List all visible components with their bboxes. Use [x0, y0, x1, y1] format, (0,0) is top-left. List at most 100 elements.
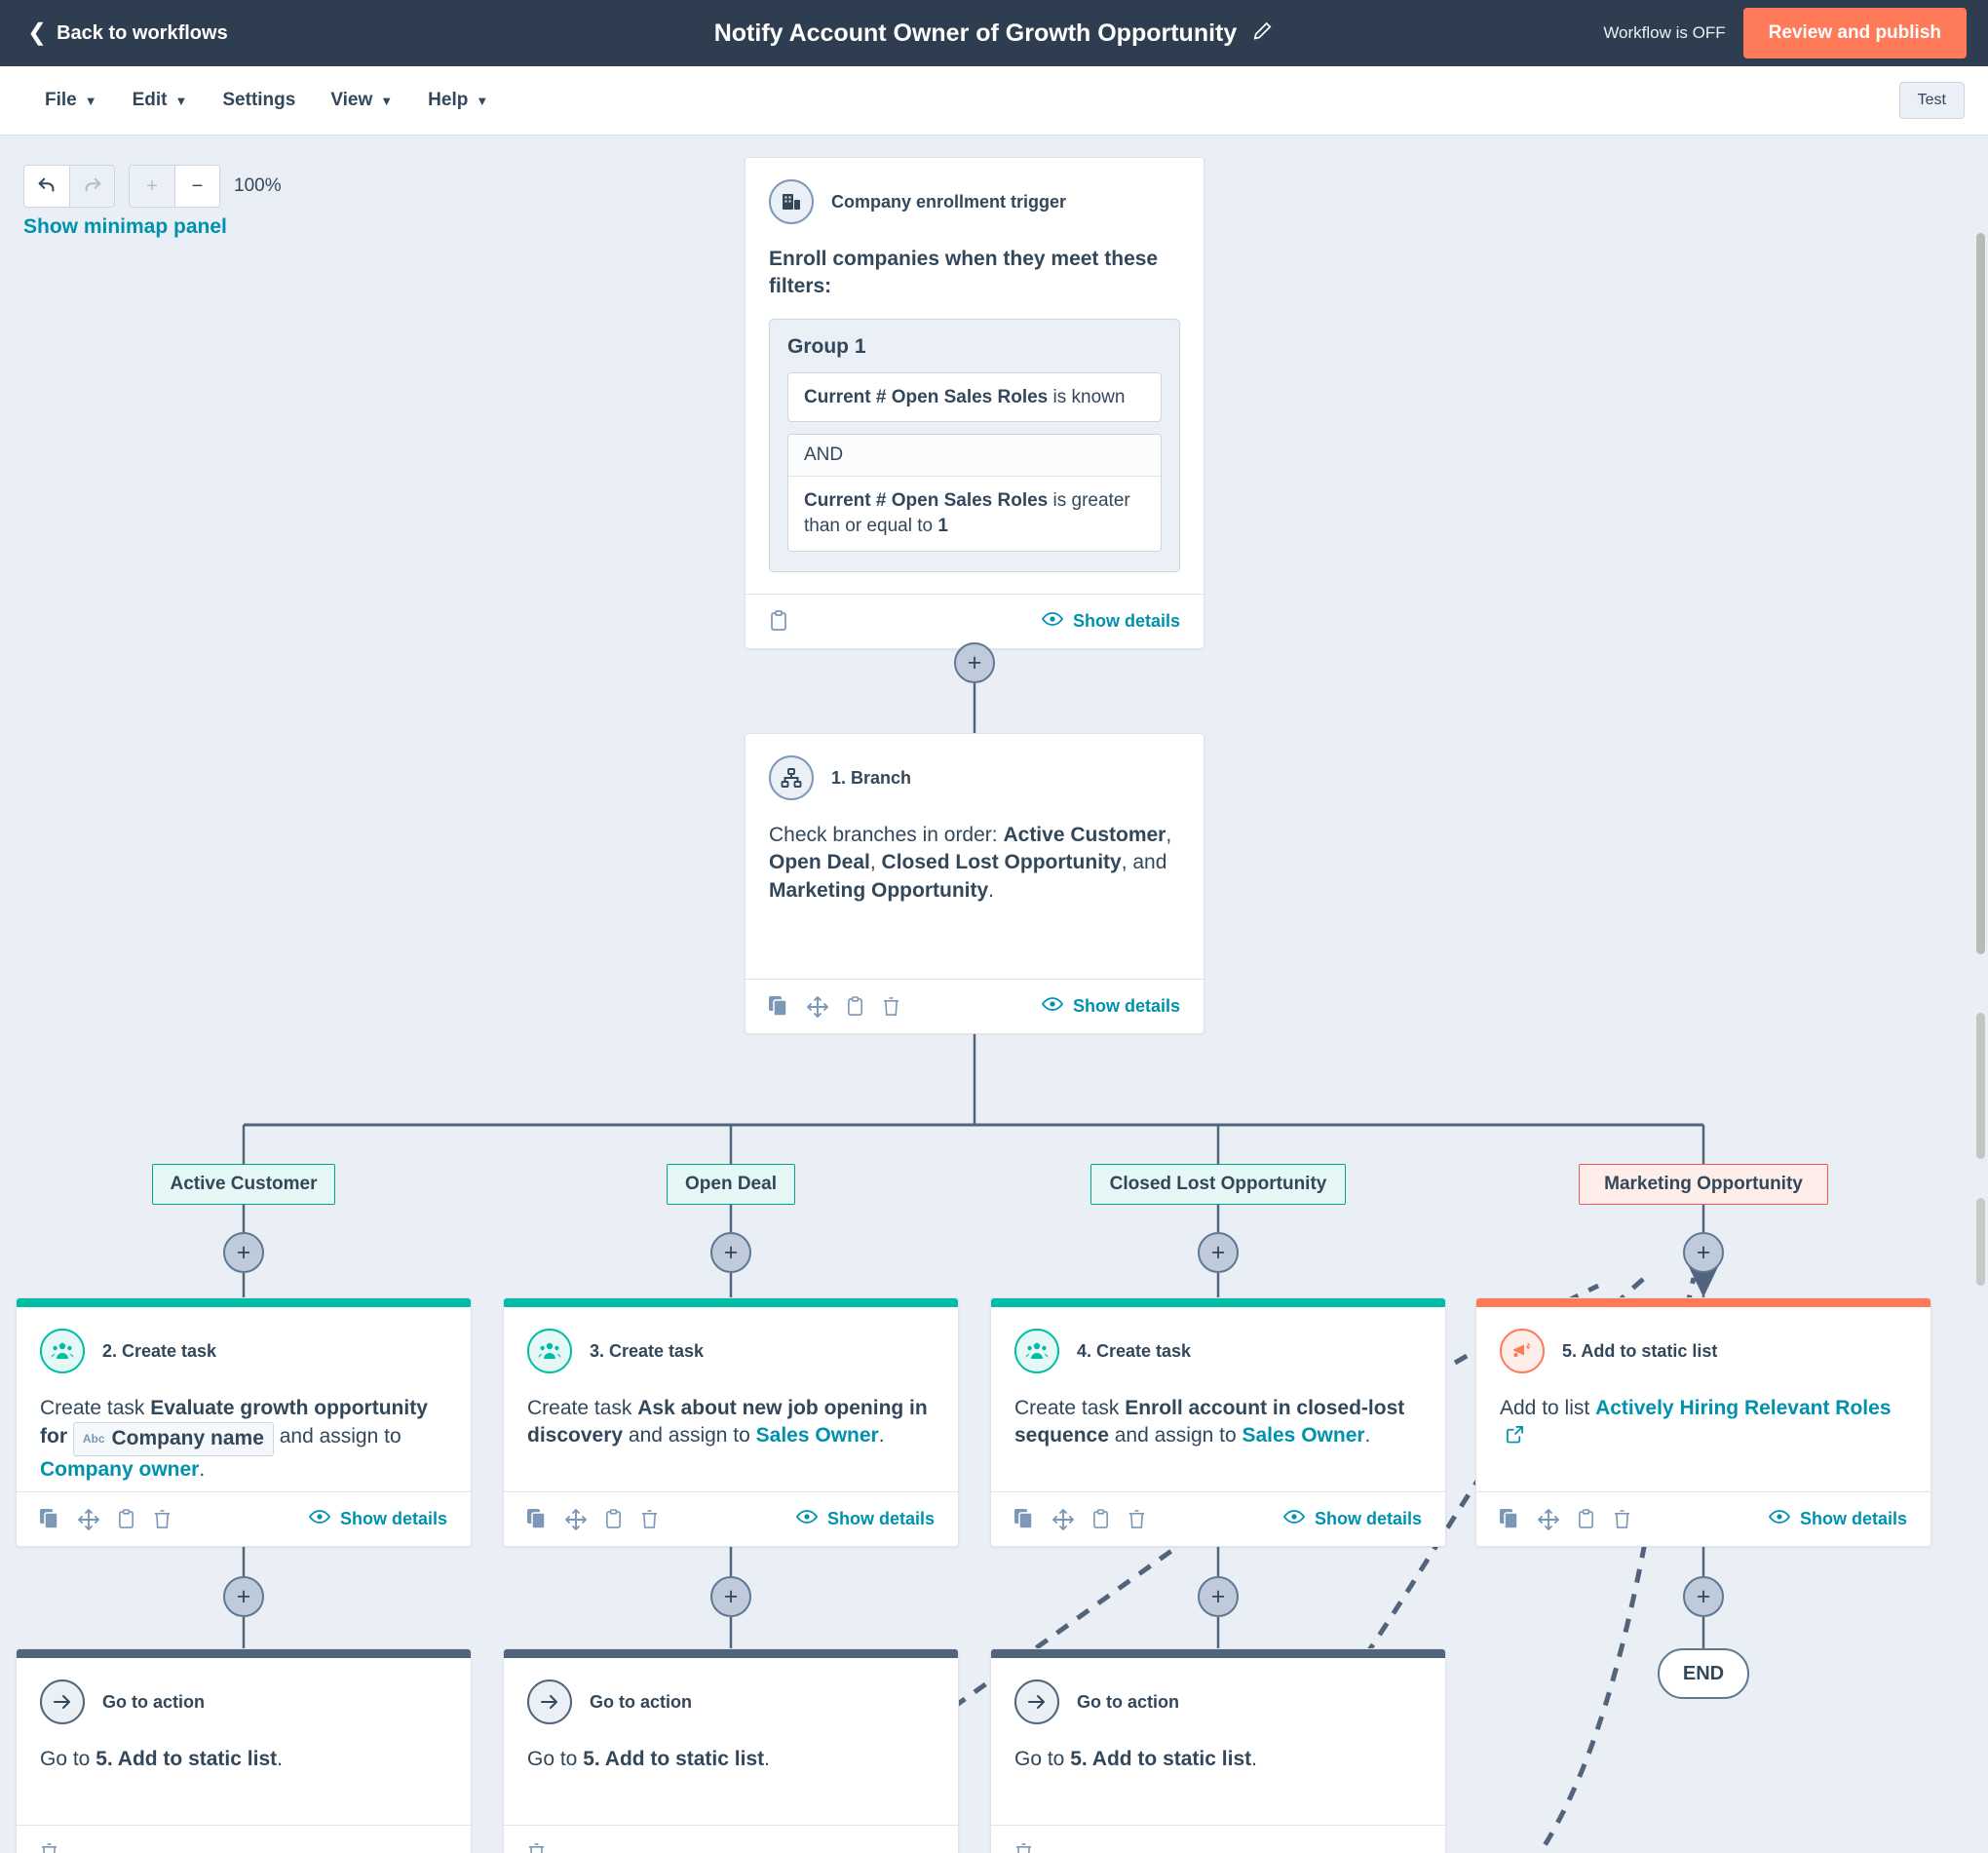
menu-view[interactable]: View ▼: [330, 90, 393, 111]
test-button[interactable]: Test: [1899, 82, 1965, 119]
action-show-details-button[interactable]: Show details: [796, 1509, 935, 1529]
zoom-in-button[interactable]: +: [130, 166, 174, 207]
trash-icon[interactable]: [40, 1842, 58, 1853]
card-accent-bar: [17, 1649, 471, 1658]
filter-condition-1[interactable]: Current # Open Sales Roles is known: [787, 372, 1162, 423]
review-and-publish-button[interactable]: Review and publish: [1743, 8, 1967, 58]
undo-icon[interactable]: [24, 166, 69, 207]
trash-icon[interactable]: [153, 1509, 172, 1529]
menu-edit[interactable]: Edit ▼: [133, 90, 188, 111]
text-part-link[interactable]: Sales Owner: [1242, 1424, 1364, 1447]
text-part-plain: Create task: [527, 1397, 637, 1419]
trash-icon[interactable]: [882, 996, 900, 1017]
add-step-button-after-trigger[interactable]: +: [954, 642, 995, 683]
action-card-add-to-static-list-5[interactable]: 5. Add to static list Add to list Active…: [1475, 1297, 1931, 1547]
clipboard-icon[interactable]: [1577, 1509, 1595, 1529]
text-part-link[interactable]: Actively Hiring Relevant Roles: [1595, 1397, 1891, 1419]
duplicate-icon[interactable]: [1500, 1509, 1520, 1529]
branch-label-open-deal[interactable]: Open Deal: [667, 1164, 795, 1205]
goto-action-card-1[interactable]: Go to action Go to 5. Add to static list…: [16, 1648, 472, 1853]
duplicate-icon[interactable]: [40, 1509, 60, 1529]
vertical-scrollbar[interactable]: [1974, 135, 1988, 1853]
trash-icon[interactable]: [527, 1842, 546, 1853]
back-to-workflows-link[interactable]: ❮ Back to workflows: [27, 21, 228, 45]
clipboard-icon[interactable]: [117, 1509, 135, 1529]
menu-file[interactable]: File ▼: [45, 90, 97, 111]
goto-prefix: Go to: [40, 1748, 96, 1770]
add-step-button-marketing[interactable]: +: [1683, 1232, 1724, 1273]
text-part-link[interactable]: Company owner: [40, 1458, 199, 1481]
duplicate-icon[interactable]: [769, 996, 789, 1017]
eye-icon: [796, 1509, 818, 1529]
arrow-right-circle-icon: [1014, 1679, 1059, 1724]
add-step-button-open-deal[interactable]: +: [710, 1232, 751, 1273]
action-show-details-button[interactable]: Show details: [309, 1509, 447, 1529]
action-card-footer: Show details: [504, 1491, 958, 1546]
chevron-down-icon: ▼: [476, 95, 488, 107]
move-icon[interactable]: [78, 1509, 99, 1530]
goto-card-title: Go to action: [1077, 1692, 1179, 1713]
scrollbar-thumb[interactable]: [1976, 233, 1985, 954]
branch-icon: [769, 755, 814, 800]
action-card-create-task-2[interactable]: 2. Create task Create task Evaluate grow…: [16, 1297, 472, 1547]
clipboard-icon[interactable]: [769, 610, 788, 632]
goto-action-card-3[interactable]: Go to action Go to 5. Add to static list…: [990, 1648, 1446, 1853]
filter2-property: Current # Open Sales Roles: [804, 490, 1048, 511]
show-minimap-panel-link[interactable]: Show minimap panel: [23, 215, 227, 239]
branch-label-marketing-opportunity[interactable]: Marketing Opportunity: [1579, 1164, 1828, 1205]
branch-show-details-button[interactable]: Show details: [1042, 996, 1180, 1017]
scrollbar-thumb-tertiary[interactable]: [1976, 1198, 1985, 1286]
add-step-button-after-task-3[interactable]: +: [710, 1576, 751, 1617]
workflow-canvas[interactable]: + − 100% Show minimap panel Company: [0, 135, 1988, 1853]
filter-condition-2: Current # Open Sales Roles is greater th…: [788, 477, 1161, 550]
trash-icon[interactable]: [1014, 1842, 1033, 1853]
eye-icon: [1283, 1509, 1305, 1529]
chevron-left-icon: ❮: [27, 21, 47, 45]
text-part-plain: Create task: [40, 1397, 150, 1419]
text-part-plain: and assign to: [623, 1424, 756, 1447]
duplicate-icon[interactable]: [527, 1509, 548, 1529]
add-step-button-after-task-2[interactable]: +: [223, 1576, 264, 1617]
trigger-show-details-button[interactable]: Show details: [1042, 611, 1180, 632]
menu-help[interactable]: Help ▼: [428, 90, 488, 111]
trash-icon[interactable]: [1613, 1509, 1631, 1529]
branch-card-text: Check branches in order: Active Customer…: [769, 822, 1180, 905]
add-step-button-after-task-4[interactable]: +: [1198, 1576, 1239, 1617]
add-step-button-after-list-5[interactable]: +: [1683, 1576, 1724, 1617]
move-icon[interactable]: [1052, 1509, 1074, 1530]
external-link-icon[interactable]: [1506, 1424, 1524, 1451]
branch-card[interactable]: 1. Branch Check branches in order: Activ…: [745, 733, 1204, 1034]
duplicate-icon[interactable]: [1014, 1509, 1035, 1529]
pencil-icon[interactable]: [1250, 19, 1274, 48]
clipboard-icon[interactable]: [846, 996, 864, 1017]
branch-label-closed-lost-opportunity[interactable]: Closed Lost Opportunity: [1090, 1164, 1346, 1205]
text-part-link[interactable]: Sales Owner: [756, 1424, 879, 1447]
scrollbar-thumb-secondary[interactable]: [1976, 1013, 1985, 1159]
menu-settings[interactable]: Settings: [222, 90, 295, 111]
add-step-button-closed-lost[interactable]: +: [1198, 1232, 1239, 1273]
branch-label-active-customer[interactable]: Active Customer: [152, 1164, 335, 1205]
move-icon[interactable]: [565, 1509, 587, 1530]
trash-icon[interactable]: [640, 1509, 659, 1529]
action-card-create-task-4[interactable]: 4. Create task Create task Enroll accoun…: [990, 1297, 1446, 1547]
goto-target: 5. Add to static list: [1070, 1748, 1251, 1770]
enrollment-trigger-card[interactable]: Company enrollment trigger Enroll compan…: [745, 157, 1204, 649]
add-step-button-active-customer[interactable]: +: [223, 1232, 264, 1273]
action-show-details-label: Show details: [340, 1509, 447, 1529]
action-card-title: 5. Add to static list: [1562, 1341, 1717, 1362]
zoom-out-button[interactable]: −: [174, 166, 219, 207]
trash-icon[interactable]: [1128, 1509, 1146, 1529]
action-show-details-button[interactable]: Show details: [1283, 1509, 1422, 1529]
clipboard-icon[interactable]: [1091, 1509, 1110, 1529]
move-icon[interactable]: [1538, 1509, 1559, 1530]
move-icon[interactable]: [807, 996, 828, 1018]
action-show-details-button[interactable]: Show details: [1769, 1509, 1907, 1529]
trigger-show-details-label: Show details: [1073, 611, 1180, 632]
clipboard-icon[interactable]: [604, 1509, 623, 1529]
redo-icon[interactable]: [69, 166, 114, 207]
action-card-create-task-3[interactable]: 3. Create task Create task Ask about new…: [503, 1297, 959, 1547]
filter-condition-2-stack[interactable]: AND Current # Open Sales Roles is greate…: [787, 434, 1162, 551]
goto-action-card-2[interactable]: Go to action Go to 5. Add to static list…: [503, 1648, 959, 1853]
eye-icon: [1769, 1509, 1790, 1529]
goto-card-footer: [17, 1825, 471, 1853]
